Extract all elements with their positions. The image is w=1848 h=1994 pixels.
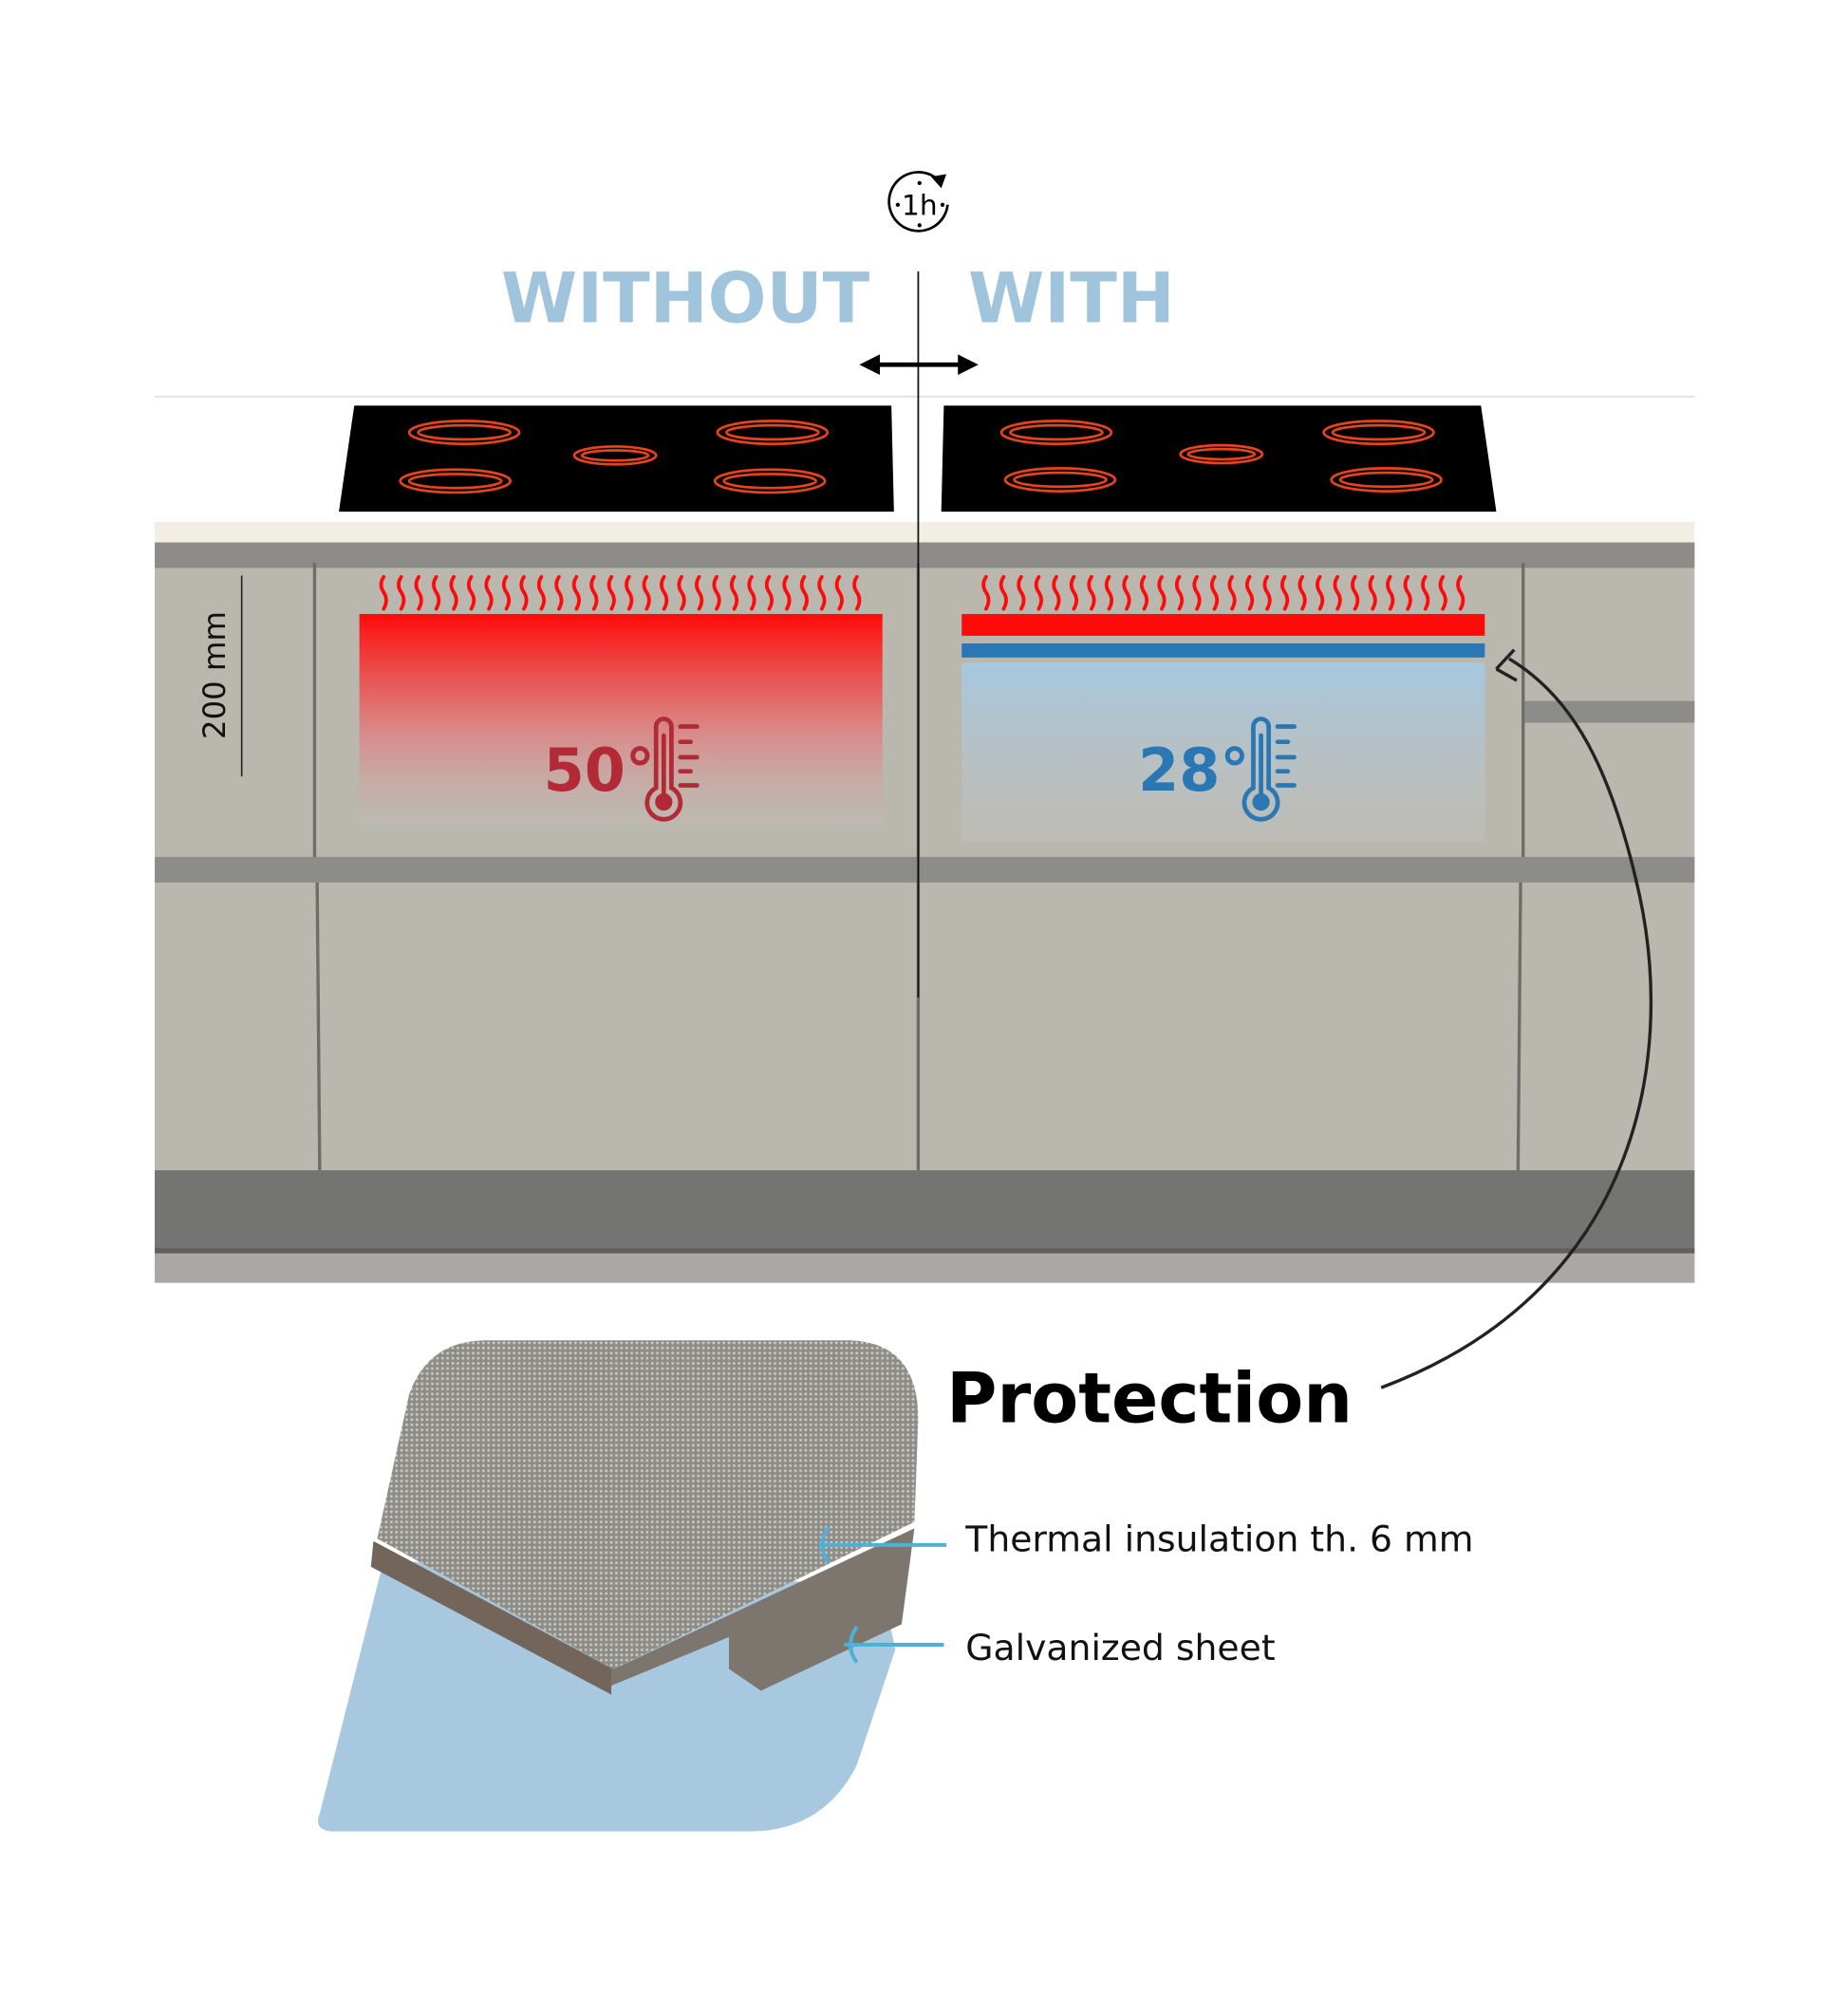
heat-layer [961, 613, 1485, 636]
heat-wave [1192, 574, 1202, 611]
heat-waves-icon [981, 574, 1465, 611]
cooktop-with [941, 405, 1497, 512]
with-heading: WITH [968, 259, 1175, 340]
heat-wave [782, 574, 792, 611]
dimension-label: 200 mm [196, 611, 233, 739]
heat-wave [501, 574, 512, 611]
heat-wave [834, 574, 844, 611]
heat-wave [571, 574, 581, 611]
heat-wave [677, 574, 686, 611]
temperature-without: 50° [544, 736, 655, 805]
heat-wave [712, 574, 721, 611]
insulation-material-illustration [317, 1340, 919, 1832]
burner-icons [399, 419, 830, 494]
heat-wave [1227, 574, 1237, 611]
label-pointer-insulation [818, 1525, 947, 1564]
temperature-with: 28° [1138, 736, 1249, 805]
heat-wave [1333, 574, 1342, 611]
heat-wave [1262, 574, 1272, 611]
heat-wave [1017, 574, 1026, 611]
label-pointer-galvanized [844, 1625, 944, 1664]
heat-wave [729, 574, 739, 611]
thermometer-icon [1241, 717, 1297, 822]
heat-wave [607, 574, 616, 611]
heat-wave [379, 574, 388, 611]
heat-waves-icon [379, 574, 862, 611]
heat-wave [1351, 574, 1360, 611]
heat-wave [1157, 574, 1167, 611]
callout-arrow [1380, 657, 1653, 1389]
heat-wave [817, 574, 827, 611]
double-arrow-icon [859, 354, 979, 375]
without-heat-panel: 50° [359, 574, 883, 826]
heat-wave [484, 574, 494, 611]
heat-wave [1386, 574, 1395, 611]
heat-wave [466, 574, 476, 611]
heat-wave [1069, 574, 1078, 611]
heat-wave [432, 574, 441, 611]
heat-wave [449, 574, 458, 611]
heat-wave [1122, 574, 1131, 611]
heat-wave [589, 574, 599, 611]
svg-text:1h: 1h [902, 189, 938, 222]
heat-wave [1209, 574, 1220, 611]
insulation-label: Thermal insulation th. 6 mm [964, 1519, 1473, 1560]
heat-wave [1139, 574, 1149, 611]
heat-wave [747, 574, 756, 611]
heat-wave [1421, 574, 1430, 611]
heat-wave [999, 574, 1008, 611]
heat-wave [642, 574, 651, 611]
insulation-layer [961, 643, 1485, 658]
heat-wave [1104, 574, 1114, 611]
without-heading: WITHOUT [501, 259, 870, 340]
heat-wave [397, 574, 406, 611]
heat-wave [1087, 574, 1096, 611]
heat-wave [536, 574, 546, 611]
heat-wave [695, 574, 704, 611]
heat-wave [1403, 574, 1412, 611]
burner-icons [999, 419, 1443, 493]
protection-title: Protection [946, 1359, 1353, 1440]
thermometer-icon [644, 717, 700, 822]
heat-wave [660, 574, 669, 611]
heat-wave [799, 574, 809, 611]
heat-wave [1244, 574, 1255, 611]
heat-wave [1316, 574, 1325, 611]
cool-gradient [961, 662, 1485, 842]
heat-wave [1052, 574, 1061, 611]
heat-wave [625, 574, 634, 611]
with-heat-panel: 28° [961, 574, 1485, 842]
heat-wave [414, 574, 423, 611]
heat-wave [1297, 574, 1307, 611]
heat-wave [1438, 574, 1447, 611]
heat-wave [1368, 574, 1377, 611]
galvanized-label: Galvanized sheet [965, 1627, 1275, 1668]
heat-wave [852, 574, 862, 611]
heat-wave [554, 574, 564, 611]
heat-wave [519, 574, 529, 611]
time-1h-icon: 1h [887, 171, 949, 233]
cooktop-without [339, 405, 894, 512]
heat-wave [764, 574, 775, 611]
heat-gradient [359, 613, 883, 826]
heat-wave [981, 574, 991, 611]
heat-wave [1174, 574, 1185, 611]
arrow-head-icon [1495, 648, 1518, 682]
heat-wave [1034, 574, 1043, 611]
heat-wave [1456, 574, 1465, 611]
heat-wave [1280, 574, 1290, 611]
